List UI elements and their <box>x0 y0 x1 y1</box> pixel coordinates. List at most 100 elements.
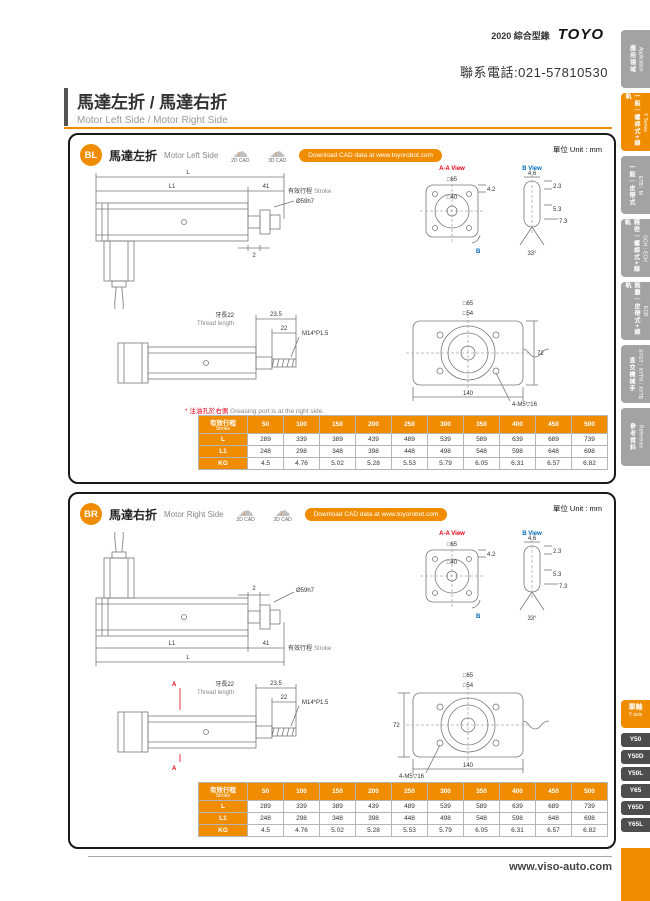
panel-motor-right: BR 馬達右折 Motor Right Side ☁ ↓ 2D CAD ☁ ↓ … <box>68 492 616 849</box>
thread-label: 牙長22 <box>215 681 234 688</box>
value-cell: 689 <box>535 433 572 446</box>
bl-b-view-drawing: B View 4.6 2.3 5.3 7.3 33° <box>519 166 568 257</box>
catalog-header: 2020 綜合型錄 TOYO <box>491 26 604 43</box>
br-badge: BR <box>80 503 102 525</box>
panel-motor-left: BL 馬達左折 Motor Left Side ☁ ↓ 2D CAD ☁ ↓ 3… <box>68 133 616 484</box>
bolt-spec-label: 4-M5▽16 <box>512 402 538 408</box>
dim-label: 7.3 <box>559 219 568 225</box>
dim-label: 23.5 <box>270 312 282 318</box>
sidebar-item-application[interactable]: 應用領域 Application <box>621 30 650 88</box>
dim-label: L1 <box>169 184 176 190</box>
axis-tab-y50[interactable]: Y50 <box>621 733 650 747</box>
sidebar-item-etb-m[interactable]: 一般｜皮帶式 ETB｜M <box>621 156 650 214</box>
dim-label: 72 <box>393 723 400 729</box>
value-cell: 298 <box>283 812 320 825</box>
catalog-label: 2020 綜合型錄 <box>491 31 550 41</box>
value-cell: 5.79 <box>427 824 464 837</box>
sidebar-item-xy-series[interactable]: 直交機械手 XYGT｜XYTH｜XYTB <box>621 345 650 403</box>
stroke-col-header: 200 <box>355 782 392 801</box>
axis-tab-y50d[interactable]: Y50D <box>621 750 650 764</box>
value-cell: 6.05 <box>463 824 500 837</box>
dim-label: L1 <box>169 641 176 647</box>
value-cell: 5.02 <box>319 824 356 837</box>
value-cell: 298 <box>283 445 320 458</box>
bl-title: 馬達左折 <box>109 148 158 163</box>
value-cell: 6.82 <box>571 457 608 470</box>
contact-phone: 聯系電話:021-57810530 <box>460 65 608 80</box>
page-title-block: 馬達左折 / 馬達右折 Motor Left Side / Motor Righ… <box>64 88 228 126</box>
axis-tab-y65d[interactable]: Y65D <box>621 801 650 815</box>
download-cad-banner[interactable]: Download CAD data at www.toyorobot.com <box>304 507 448 521</box>
stroke-col-header: 400 <box>499 415 536 434</box>
stroke-col-header: 300 <box>427 415 464 434</box>
value-cell: 248 <box>247 812 284 825</box>
sidebar-label-zh: 直交機械手 <box>628 356 634 392</box>
section-a-mark: A <box>172 766 177 772</box>
dim-label: 4.2 <box>487 552 496 558</box>
dim-label: 2.3 <box>553 184 562 190</box>
dim-label: 22 <box>281 695 288 701</box>
bl-end-view-drawing: □65 □54 72 140 4-M5▽16 <box>406 301 550 408</box>
sidebar-item-y-series[interactable]: 一般｜螺桿式+線軌 Y Series <box>621 93 650 151</box>
b-view-label: B View <box>522 531 542 537</box>
value-cell: 489 <box>391 800 428 813</box>
value-cell: 6.57 <box>535 457 572 470</box>
stroke-col-header: 150 <box>319 782 356 801</box>
sidebar-label-zh: 一般｜螺桿式+線軌 <box>624 93 639 147</box>
cad-2d-download-button[interactable]: ☁ ↓ 2D CAD <box>231 503 261 523</box>
dim-label: □54 <box>463 683 474 689</box>
dim-label: 2.3 <box>553 549 562 555</box>
sidebar-label-en: XYGT｜XYTH｜XYTB <box>637 348 643 399</box>
dim-label: L <box>186 655 190 661</box>
bl-badge: BL <box>80 144 102 166</box>
value-cell: 5.28 <box>355 457 392 470</box>
cad-2d-label: 2D CAD <box>236 516 255 523</box>
value-cell: 5.28 <box>355 824 392 837</box>
sidebar-item-reference[interactable]: 參考資料 Reference <box>621 408 650 466</box>
sidebar-item-gch-ech[interactable]: 精密｜螺桿式+線軌 GCH｜ECH <box>621 219 650 277</box>
dim-label: 7.3 <box>559 584 568 590</box>
sidebar-label-en: Application <box>637 46 644 72</box>
thread-spec-label: M14*P1.5 <box>302 700 329 706</box>
download-cad-banner[interactable]: Download CAD data at www.toyorobot.com <box>299 148 442 162</box>
stroke-col-header: 500 <box>571 782 608 801</box>
sidebar-label-zh: 精密｜螺桿式+線軌 <box>623 219 639 273</box>
stroke-col-header: 350 <box>463 782 500 801</box>
stroke-col-header: 150 <box>319 415 356 434</box>
value-cell: 389 <box>319 433 356 446</box>
value-cell: 498 <box>427 812 464 825</box>
stroke-label: 有效行程 <box>288 644 312 652</box>
value-cell: 648 <box>535 812 572 825</box>
stroke-label: 有效行程 <box>288 187 312 195</box>
bl-aa-view-drawing: A-A View □65 □40 4.2 B <box>420 166 496 255</box>
value-cell: 589 <box>463 433 500 446</box>
panel-bl-header: BL 馬達左折 Motor Left Side ☁ ↓ 2D CAD ☁ ↓ 3… <box>80 143 442 167</box>
axis-tab-y65[interactable]: Y65 <box>621 784 650 798</box>
stroke-col-header: 300 <box>427 782 464 801</box>
sidebar-label-en: Y Series <box>642 112 648 132</box>
sidebar-label-zh: 一般｜皮帶式 <box>628 164 634 206</box>
value-cell: 5.53 <box>391 457 428 470</box>
stroke-col-header: 450 <box>535 782 572 801</box>
unit-label: 單位 Unit : mm <box>552 145 602 154</box>
axis-tab-y50l[interactable]: Y50L <box>621 767 650 781</box>
cad-2d-download-button[interactable]: ☁ ↓ 2D CAD <box>225 144 255 164</box>
toyo-logo: TOYO <box>557 26 604 43</box>
note-asterisk: * <box>185 408 188 415</box>
axis-tab-y65l[interactable]: Y65L <box>621 818 650 832</box>
b-view-label: B View <box>522 166 542 172</box>
unit-label: 單位 Unit : mm <box>552 504 602 513</box>
bolt-spec-label: 4-M5▽16 <box>399 774 425 780</box>
value-cell: 689 <box>535 800 572 813</box>
sidebar-item-ecb[interactable]: 無塵｜皮帶式+線軌 ECB <box>621 282 650 340</box>
cad-2d-label: 2D CAD <box>231 157 250 164</box>
cad-3d-download-button[interactable]: ☁ ↓ 3D CAD <box>268 503 298 523</box>
axis-header-en: Y axis <box>628 712 643 718</box>
greasing-note: * 注油孔於右側 Greasing port is at the right s… <box>185 405 324 415</box>
value-cell: 489 <box>391 433 428 446</box>
cad-3d-download-button[interactable]: ☁ ↓ 3D CAD <box>262 143 292 164</box>
cloud-icon: ☁ <box>269 143 286 161</box>
value-cell: 639 <box>499 800 536 813</box>
cad-3d-label: 3D CAD <box>268 157 287 164</box>
